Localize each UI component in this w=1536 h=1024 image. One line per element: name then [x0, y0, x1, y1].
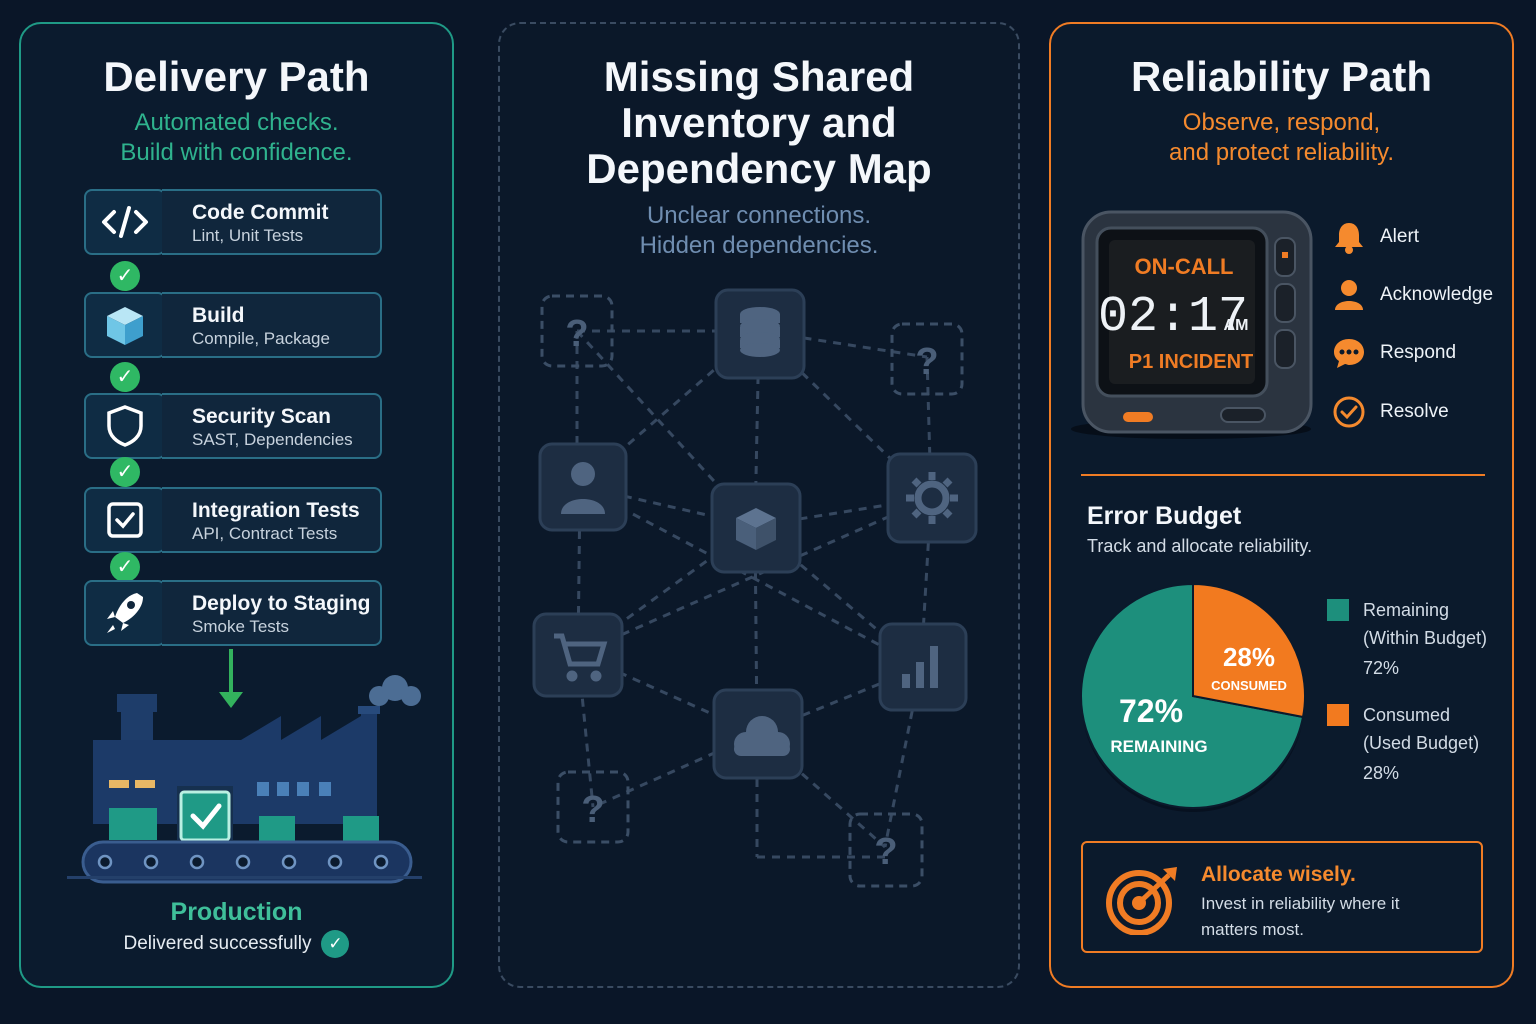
- stage-respond: Respond: [1332, 333, 1456, 373]
- check-icon: ✓: [110, 457, 140, 487]
- shield-icon: [84, 393, 166, 459]
- cube-icon: [84, 292, 166, 358]
- legend-swatch-consumed: [1327, 704, 1349, 726]
- dependency-map-panel: Missing Shared Inventory and Dependency …: [498, 22, 1020, 988]
- delivery-path-subtitle: Automated checks. Build with confidence.: [120, 109, 353, 166]
- stage-acknowledge: Acknowledge: [1332, 275, 1493, 315]
- gear-node: [886, 452, 978, 544]
- target-icon: [1106, 867, 1177, 935]
- pipeline-step-integration-tests: Integration Tests API, Contract Tests: [84, 487, 384, 553]
- step-title: Security Scan: [192, 405, 331, 428]
- stage-label: Alert: [1380, 226, 1420, 247]
- pager-device: ON-CALL 02:17 AM P1 INCIDENT: [1071, 210, 1313, 439]
- section-divider: [1081, 474, 1485, 476]
- factory-illustration: [81, 649, 421, 884]
- dependency-map-subtitle: Unclear connections. Hidden dependencies…: [639, 202, 879, 259]
- check-icon: ✓: [110, 362, 140, 392]
- gear-icon: [906, 472, 958, 524]
- unknown-node: [848, 812, 924, 888]
- checkbox-icon: [84, 487, 166, 553]
- cube-icon: [736, 508, 776, 550]
- pie-label-remaining-tag: REMAINING: [1110, 737, 1207, 756]
- legend-swatch-remaining: [1327, 599, 1349, 621]
- pipeline-step-security-scan: Security Scan SAST, Dependencies: [84, 393, 384, 459]
- check-icon: ✓: [321, 930, 350, 958]
- unknown-node: [540, 294, 614, 368]
- stage-resolve: Resolve: [1332, 392, 1449, 432]
- pager-incident: P1 INCIDENT: [1129, 351, 1253, 373]
- pipeline-step-build: Build Compile, Package: [84, 292, 384, 358]
- reliability-path-panel: Reliability Path Observe, respond, and p…: [1049, 22, 1514, 988]
- pie-slice-consumed: [1192, 582, 1306, 719]
- bar-chart-icon: [902, 646, 938, 688]
- dependency-map-title: Missing Shared Inventory and Dependency …: [586, 53, 932, 192]
- user-icon: [561, 462, 605, 514]
- pipeline-step-code-commit: Code Commit Lint, Unit Tests: [84, 189, 384, 255]
- database-icon: [740, 307, 780, 357]
- error-budget-title: Error Budget: [1087, 502, 1242, 530]
- check-circle-icon: [1332, 395, 1366, 429]
- allocate-callout: Allocate wisely. Invest in reliability w…: [1081, 841, 1483, 953]
- callout-title: Allocate wisely.: [1201, 863, 1356, 886]
- check-icon: ✓: [110, 261, 140, 291]
- chat-icon: [1332, 336, 1366, 370]
- unknown-icon: ?: [565, 313, 588, 355]
- step-title: Deploy to Staging: [192, 592, 371, 615]
- pager-status: ON-CALL: [1135, 254, 1234, 279]
- step-desc: Smoke Tests: [192, 617, 290, 636]
- pie-label-consumed-tag: CONSUMED: [1211, 678, 1287, 693]
- pager-ampm: AM: [1224, 317, 1249, 334]
- cloud-icon: [734, 716, 790, 756]
- step-desc: SAST, Dependencies: [192, 430, 353, 449]
- production-status: Delivered successfully✓: [21, 930, 452, 958]
- pipeline-step-deploy-staging: Deploy to Staging Smoke Tests: [84, 580, 384, 646]
- reliability-path-title: Reliability Path: [1130, 53, 1433, 100]
- unknown-node: [556, 770, 630, 844]
- production-label: Production: [170, 898, 303, 926]
- dependency-graph: ? ? ? ?: [532, 288, 978, 888]
- callout-text: Invest in reliability where it matters m…: [1201, 894, 1400, 939]
- error-budget-subtitle: Track and allocate reliability.: [1087, 536, 1313, 556]
- unknown-icon: ?: [915, 341, 938, 383]
- stage-alert: Alert: [1332, 217, 1419, 257]
- bell-icon: [1332, 220, 1366, 254]
- pie-label-remaining-value: 72%: [1119, 693, 1183, 729]
- step-title: Integration Tests: [192, 499, 360, 522]
- reliability-path-subtitle: Observe, respond, and protect reliabilit…: [1169, 109, 1394, 166]
- stage-label: Respond: [1380, 342, 1457, 363]
- rocket-icon: [84, 580, 166, 646]
- cart-node: [532, 612, 624, 698]
- step-title: Build: [192, 304, 245, 327]
- step-title: Code Commit: [192, 201, 329, 224]
- step-desc: API, Contract Tests: [192, 524, 338, 543]
- pager-time: 02:17: [1098, 289, 1248, 346]
- unknown-node: [890, 322, 964, 396]
- cart-icon: [554, 633, 608, 682]
- unknown-icon: ?: [874, 831, 897, 873]
- error-budget-pie-chart: 72% REMAINING 28% CONSUMED: [1080, 582, 1306, 812]
- delivery-path-title: Delivery Path: [103, 53, 370, 100]
- check-icon: ✓: [110, 552, 140, 582]
- user-node: [538, 442, 628, 532]
- stage-label: Resolve: [1380, 401, 1449, 422]
- pie-label-consumed-value: 28%: [1223, 642, 1275, 672]
- step-desc: Lint, Unit Tests: [192, 226, 304, 245]
- code-icon: [84, 189, 166, 255]
- step-desc: Compile, Package: [192, 329, 330, 348]
- stage-label: Acknowledge: [1380, 284, 1494, 305]
- person-icon: [1332, 278, 1366, 312]
- unknown-icon: ?: [581, 789, 604, 831]
- delivery-path-panel: Delivery Path Automated checks. Build wi…: [19, 22, 454, 988]
